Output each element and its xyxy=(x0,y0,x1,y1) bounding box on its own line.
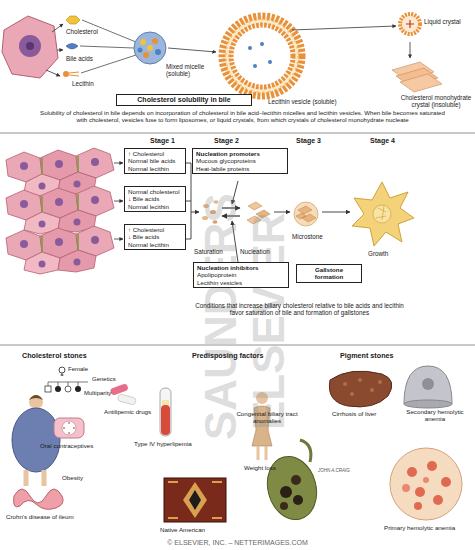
condition-box: ↑ CholesterolNormal bile acidsNormal lec… xyxy=(124,148,186,174)
section-heading: Pigment stones xyxy=(340,352,394,360)
copyright-footer: © ELSEVIER, INC. – NETTERIMAGES.COM xyxy=(0,539,475,547)
part-label: Bile acids xyxy=(66,55,93,62)
part-label: Lecithin xyxy=(72,80,94,87)
stage-label: Stage 4 xyxy=(370,137,395,145)
artist-signature: JOHN A.CRAIG xyxy=(318,468,350,473)
box-text: ↑ Cholesterol xyxy=(128,226,182,233)
factor-label: Secondary hemolytic anemia xyxy=(400,408,470,422)
box-text: Normal lecithin xyxy=(128,241,182,248)
factor-label: Obesity xyxy=(62,474,83,481)
watermark: SAUNDERS xyxy=(196,193,247,440)
factor-label: Type IV hyperlipemia xyxy=(134,440,204,447)
factor-label: Genetics xyxy=(92,376,116,383)
factor-label: Native American xyxy=(160,526,205,533)
box-text: Apolipoprotein xyxy=(197,271,285,278)
box-text: ↑ Cholesterol xyxy=(128,150,182,157)
box-heading: Gallstone formation xyxy=(300,266,358,281)
section-heading: Predisposing factors xyxy=(192,352,264,360)
box-heading: Cholesterol solubility in bile xyxy=(120,96,248,104)
part-label: Mixed micelle (soluble) xyxy=(166,63,212,77)
box-text: Lecithin vesicles xyxy=(197,279,285,286)
note-text: Solubility of cholesterol in bile depend… xyxy=(40,109,445,123)
factor-label: Primary hemolytic anemia xyxy=(384,524,455,531)
part-label: Cholesterol monohydrate crystal (insolub… xyxy=(398,94,474,108)
box-text: Heat-labile proteins xyxy=(196,165,284,172)
box-text: Normal lecithin xyxy=(128,203,182,210)
condition-box: Normal cholesterol↓ Bile acidsNormal lec… xyxy=(124,186,186,212)
box-text: Normal lecithin xyxy=(128,165,182,172)
factor-label: Cirrhosis of liver xyxy=(332,410,376,417)
section-heading: Cholesterol stones xyxy=(22,352,87,360)
stage-label: Stage 1 xyxy=(150,137,175,145)
stage-label: Stage 2 xyxy=(214,137,239,145)
inhibitors-box: Nucleation inhibitorsApolipoproteinLecit… xyxy=(193,262,289,288)
watermark: ELSEVIER xyxy=(244,212,295,430)
step-label: Microstone xyxy=(292,233,323,240)
stage-label: Stage 3 xyxy=(296,137,321,145)
part-label: Liquid crystal xyxy=(424,18,474,25)
note-text: Conditions that increase biliary cholest… xyxy=(192,302,407,316)
step-label: Growth xyxy=(368,250,388,257)
result-box: Gallstone formation xyxy=(296,264,362,283)
box-text: ↓ Bile acids xyxy=(128,195,182,202)
promoters-box: Nucleation promotersMucous glycoproteins… xyxy=(192,148,288,174)
factor-label: Crohn's disease of ileum xyxy=(6,513,74,520)
step-label: Nucleation xyxy=(240,248,270,255)
factor-label: Weight loss xyxy=(244,464,276,471)
factor-label: Oral contraceptives xyxy=(40,442,93,449)
section-heading-box: Cholesterol solubility in bile xyxy=(116,94,252,106)
condition-box: ↑ Cholesterol↓ Bile acidsNormal lecithin xyxy=(124,224,186,250)
factor-label: Female xyxy=(68,366,88,373)
factor-label: Antilipemic drugs xyxy=(104,408,151,415)
box-text: Normal bile acids xyxy=(128,157,182,164)
part-label: Cholesterol xyxy=(66,28,98,35)
factor-label: Multiparity xyxy=(84,390,111,397)
box-heading: Nucleation promoters xyxy=(196,150,284,157)
factor-label: Congenital biliary tract anomalies xyxy=(232,410,302,424)
box-heading: Nucleation inhibitors xyxy=(197,264,285,271)
box-text: Normal cholesterol xyxy=(128,188,182,195)
part-label: Lecithin vesicle (soluble) xyxy=(268,98,368,105)
step-label: Saturation xyxy=(194,248,223,255)
box-text: Mucous glycoproteins xyxy=(196,157,284,164)
box-text: ↓ Bile acids xyxy=(128,233,182,240)
